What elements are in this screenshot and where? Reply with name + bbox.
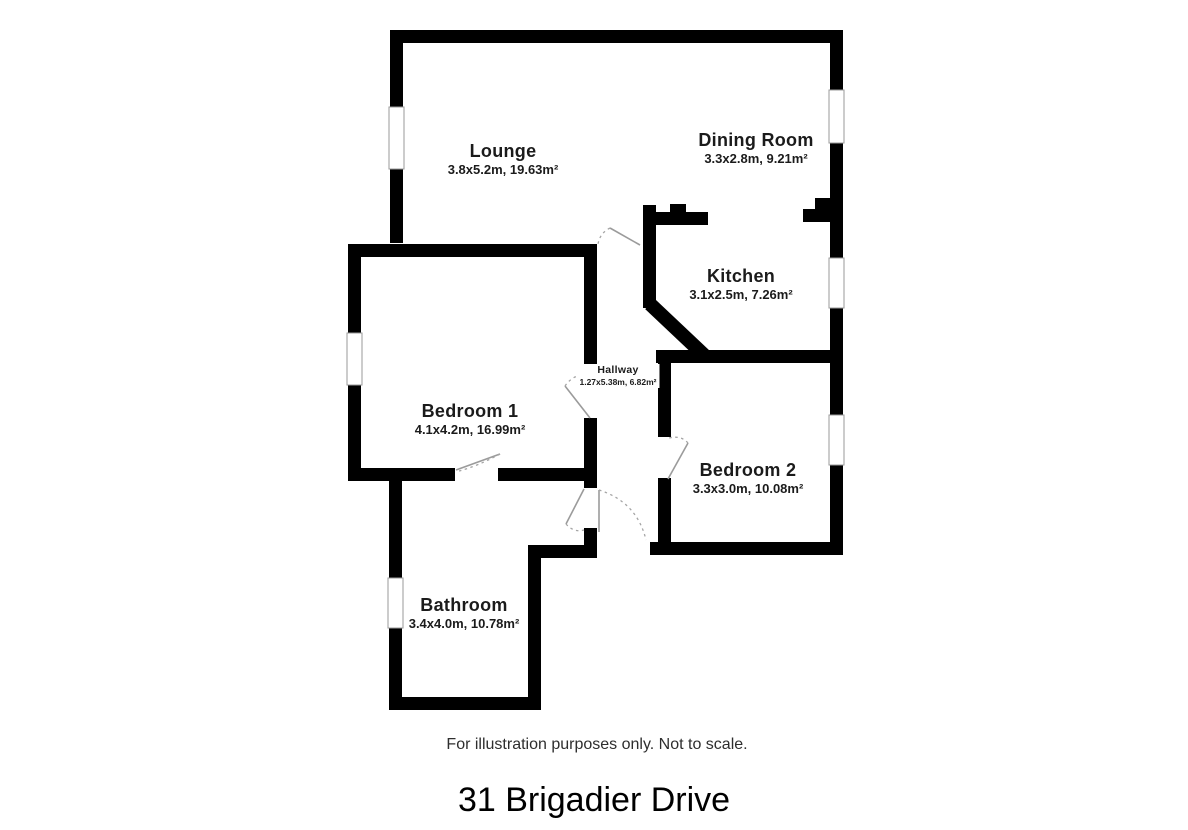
room-label-bedroom2: Bedroom 2 3.3x3.0m, 10.08m² [693,460,804,497]
wall-dining-notch [803,209,843,222]
door-arc-entry [598,489,647,541]
room-dims: 3.1x2.5m, 7.26m² [689,287,793,302]
door-leaf-lounge [609,227,641,246]
room-label-dining: Dining Room 3.3x2.8m, 9.21m² [698,130,813,167]
door-arc-bathroom [565,523,585,532]
room-dims: 4.1x4.2m, 16.99m² [414,422,526,437]
wall-bathroom-bottom [389,697,541,710]
wall-kitchen-top [643,212,708,225]
door-leaf-bedroom1 [564,385,591,419]
door-arc-lounge [597,227,611,245]
room-dims: 3.8x5.2m, 19.63m² [447,162,559,177]
wall-entry-stub [584,528,597,555]
disclaimer-note: For illustration purposes only. Not to s… [446,736,748,753]
window-bedroom1 [346,332,363,386]
door-leaf-bedroom1-bathroom [455,453,501,471]
wall-bedroom2-left-lower [658,478,671,555]
wall-bedroom1-right-upper [584,244,597,372]
room-label-bathroom: Bathroom 3.4x4.0m, 10.78m² [409,595,520,632]
room-dims: 3.3x3.0m, 10.08m² [692,481,804,496]
window-bedroom2 [828,414,845,466]
room-dims: 3.4x4.0m, 10.78m² [408,616,520,631]
window-bathroom [387,577,404,629]
wall-lounge-bottom [348,244,585,257]
door-leaf-bedroom2 [667,442,689,480]
wall-kitchen-diagonal [645,298,709,361]
room-name: Lounge [469,141,537,161]
wall-hallway-right-upper [643,205,656,308]
window-dining [828,89,845,144]
door-arc-bedroom1-bathroom [458,453,501,472]
room-name: Kitchen [706,266,776,286]
wall-bedroom2-bottom [650,542,843,555]
window-lounge [388,106,405,170]
room-label-hallway: Hallway 1.27x5.38m, 6.82m² [576,364,660,388]
room-name: Bedroom 2 [699,460,797,480]
room-name: Bathroom [420,595,508,615]
plan-title: 31 Brigadier Drive [457,781,731,819]
room-name: Hallway [597,364,639,376]
wall-bedroom1-bottom-right [498,468,597,481]
wall-kitchen-bottom [656,350,843,363]
wall-top [390,30,843,43]
room-dims: 1.27x5.38m, 6.82m² [579,377,657,387]
door-leaf-bathroom [565,488,585,525]
wall-dining-notch-step [815,198,843,210]
wall-bathroom-jog [528,545,597,558]
window-kitchen [828,257,845,309]
wall-bathroom-right-lower [528,545,541,710]
wall-kitchen-top-bump [670,204,686,213]
room-label-kitchen: Kitchen 3.1x2.5m, 7.26m² [689,266,792,303]
room-dims: 3.3x2.8m, 9.21m² [704,151,808,166]
room-label-bedroom1: Bedroom 1 4.1x4.2m, 16.99m² [415,401,526,438]
door-arc-bedroom2 [668,436,689,444]
room-name: Dining Room [698,130,814,150]
room-label-lounge: Lounge 3.8x5.2m, 19.63m² [448,141,559,178]
wall-bedroom2-left-upper [658,363,671,437]
room-name: Bedroom 1 [421,401,519,421]
